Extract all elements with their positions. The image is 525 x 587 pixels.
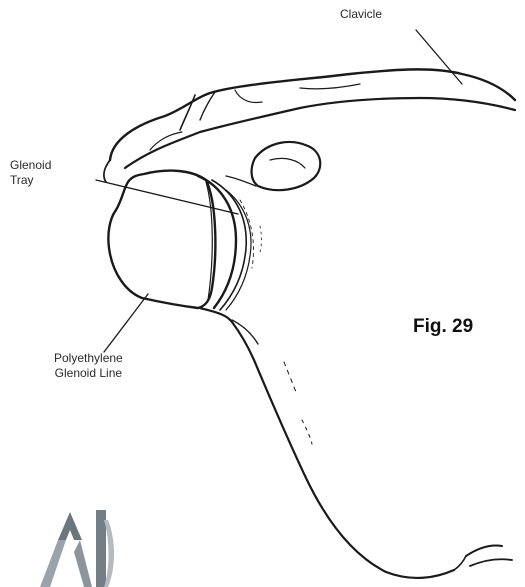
clavicle-label: Clavicle xyxy=(340,7,382,22)
polyethylene-label-line-1: Polyethylene xyxy=(54,351,123,366)
figure-caption: Fig. 29 xyxy=(413,316,473,338)
polyethylene-glenoid-liner xyxy=(108,171,215,308)
glenoid-tray-label-line-2: Tray xyxy=(10,173,51,188)
polyethylene-glenoid-line-label: Polyethylene Glenoid Line xyxy=(54,351,123,381)
polyethylene-label-line-2: Glenoid Line xyxy=(54,366,123,381)
glenoid-tray xyxy=(198,176,262,310)
glenoid-tray-label-line-1: Glenoid xyxy=(10,158,51,173)
partial-logo-mark xyxy=(40,510,114,587)
polyethylene-leader-line xyxy=(104,294,148,352)
clavicle-leader-line xyxy=(416,30,462,84)
glenoid-tray-label: Glenoid Tray xyxy=(10,158,51,188)
clavicle-bone xyxy=(104,69,515,182)
scapula-outline xyxy=(200,308,512,578)
acromion-process xyxy=(226,142,320,190)
